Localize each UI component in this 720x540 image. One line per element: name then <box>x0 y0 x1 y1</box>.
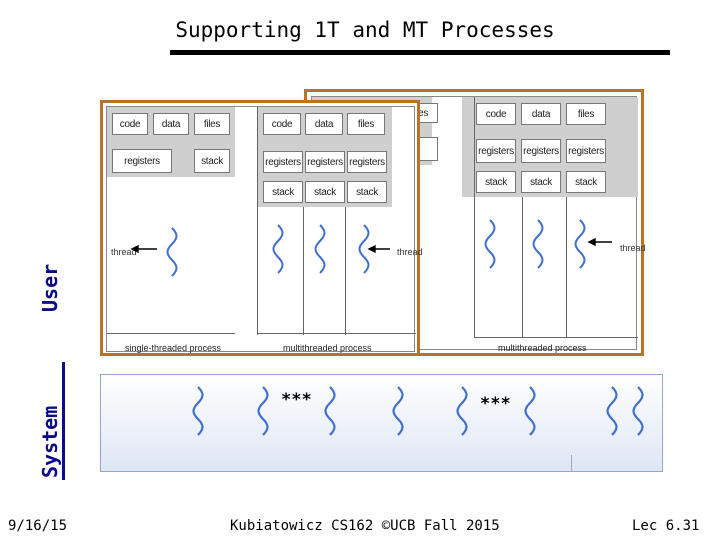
title-underline <box>170 50 670 55</box>
multi-registers-cell: registers <box>305 151 345 173</box>
single-thread-label: thread <box>111 247 137 257</box>
multi-files-cell: files <box>347 113 385 135</box>
single-registers-cell: registers <box>112 149 172 173</box>
multi-lane-divider <box>345 207 346 335</box>
single-stack-cell: stack <box>194 149 230 173</box>
back-stack-cell: stack <box>476 171 516 193</box>
multi-outer-line <box>257 107 258 335</box>
system-region <box>100 374 663 472</box>
side-divider <box>62 362 65 480</box>
multi-stack-cell: stack <box>305 181 345 203</box>
multi-data-cell: data <box>305 113 343 135</box>
back-code-cell: code <box>476 103 516 125</box>
back-registers-cell: registers <box>521 139 561 163</box>
back-base-line <box>474 337 638 338</box>
back-lane-divider <box>522 197 523 337</box>
multi-code-cell: code <box>263 113 301 135</box>
thread-squiggle-icon <box>632 385 644 437</box>
thread-squiggle-icon <box>456 385 468 437</box>
back-lane-divider <box>566 197 567 337</box>
arrow-left-icon <box>587 237 612 247</box>
back-registers-cell: registers <box>476 139 516 163</box>
footer-page: Lec 6.31 <box>632 518 700 534</box>
slide-title: Supporting 1T and MT Processes <box>175 18 555 42</box>
multi-base-line <box>257 333 416 334</box>
back-caption: multithreaded process <box>498 343 587 353</box>
single-caption: single-threaded process <box>125 343 222 353</box>
multi-registers-cell: registers <box>347 151 387 173</box>
thread-squiggle-icon <box>392 385 404 437</box>
back-lane-divider <box>474 97 475 337</box>
single-base-line <box>107 333 235 334</box>
multi-lane-divider <box>303 207 304 335</box>
multi-registers-cell: registers <box>263 151 303 173</box>
footer-date: 9/16/15 <box>8 518 68 534</box>
multi-stack-cell: stack <box>263 181 303 203</box>
stars-left: *** <box>281 390 312 410</box>
back-stack-cell: stack <box>566 171 606 193</box>
stars-right: *** <box>480 394 511 414</box>
multi-thread-label: thread <box>397 247 423 257</box>
back-data-cell: data <box>521 103 561 125</box>
single-files-cell: files <box>194 113 230 135</box>
arrow-left-icon <box>130 244 157 254</box>
back-thread-label: thread <box>620 243 646 253</box>
single-data-cell: data <box>153 113 189 135</box>
thread-squiggle-icon <box>606 385 618 437</box>
multi-caption: multithreaded process <box>283 343 372 353</box>
thread-squiggle-icon <box>257 385 269 437</box>
back-registers-cell: registers <box>566 139 606 163</box>
front-panel: code data files registers stack thread s… <box>106 106 423 353</box>
thread-squiggle-icon <box>524 385 536 437</box>
back-stack-cell: stack <box>521 171 561 193</box>
single-code-cell: code <box>112 113 148 135</box>
footer-center: Kubiatowicz CS162 ©UCB Fall 2015 <box>230 518 500 534</box>
thread-squiggle-icon <box>192 385 204 437</box>
thread-squiggle-icon <box>324 385 336 437</box>
multi-stack-cell: stack <box>347 181 387 203</box>
arrow-left-icon <box>367 244 390 254</box>
system-tick <box>571 455 572 471</box>
back-files-cell: files <box>566 103 606 125</box>
